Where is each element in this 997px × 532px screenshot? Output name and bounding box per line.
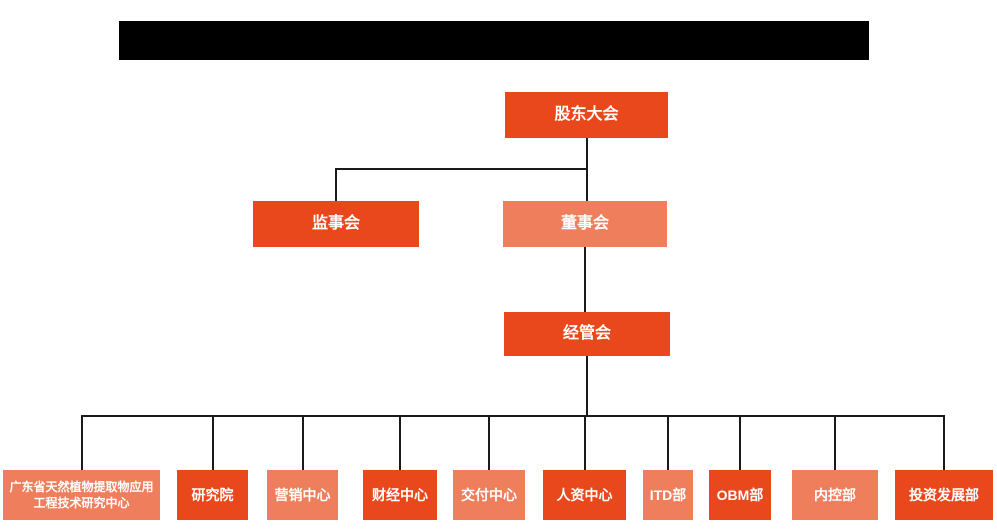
org-node-supervisory-board: 监事会 [253, 201, 419, 247]
org-node-investment-dev-dept: 投资发展部 [895, 470, 993, 520]
connector-line [584, 247, 586, 312]
connector-line [81, 415, 945, 417]
connector-line [335, 168, 588, 170]
org-node-shareholders-meeting: 股东大会 [505, 92, 668, 138]
org-node-obm-dept: OBM部 [709, 470, 771, 520]
connector-line [586, 356, 588, 416]
connector-line [335, 168, 337, 201]
connector-line [943, 415, 945, 470]
connector-line [81, 415, 83, 470]
connector-line [212, 415, 214, 470]
org-node-finance-center: 财经中心 [363, 470, 437, 520]
connector-line [584, 415, 586, 470]
connector-line [302, 415, 304, 470]
org-node-board-of-directors: 董事会 [503, 201, 667, 247]
org-node-gd-research-center: 广东省天然植物提取物应用工程技术研究中心 [3, 470, 160, 520]
org-node-internal-control-dept: 内控部 [792, 470, 878, 520]
org-node-marketing-center: 营销中心 [267, 470, 338, 520]
org-node-itd-dept: ITD部 [643, 470, 693, 520]
connector-line [834, 415, 836, 470]
org-node-delivery-center: 交付中心 [453, 470, 525, 520]
connector-line [488, 415, 490, 470]
connector-line [739, 415, 741, 470]
connector-line [667, 415, 669, 470]
org-node-research-institute: 研究院 [177, 470, 248, 520]
connector-line [399, 415, 401, 470]
org-node-management-committee: 经管会 [504, 312, 670, 356]
redacted-title-bar [119, 21, 869, 60]
org-node-hr-center: 人资中心 [543, 470, 626, 520]
